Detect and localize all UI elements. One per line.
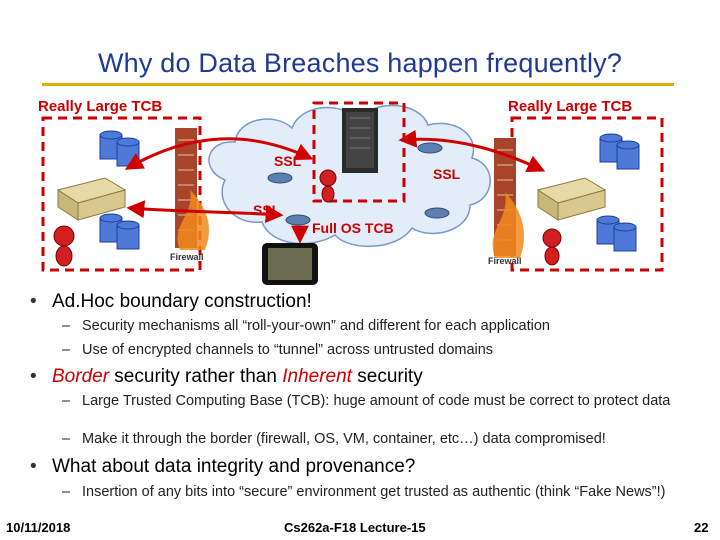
bullet-2-border: Border: [52, 366, 110, 387]
ssl-arrow-right: [398, 129, 546, 173]
footer-date: 10/11/2018: [6, 520, 71, 535]
ssl-arrow-bottom: [126, 200, 284, 224]
bullet-1-text: Ad.Hoc boundary construction!: [52, 291, 312, 312]
firewall-label-left: Firewall: [170, 252, 204, 262]
ssl-arrow-left: [124, 137, 314, 170]
bullet-1: •Ad.Hoc boundary construction!: [30, 291, 312, 312]
server-icon-right: [536, 177, 607, 221]
bullet-2-sub-2: –Make it through the border (firewall, O…: [62, 431, 606, 447]
bullet-3: •What about data integrity and provenanc…: [30, 456, 416, 477]
footer-page-number: 22: [694, 520, 709, 535]
attacker-devil-icon: [53, 169, 562, 267]
bullet-2-sub-2-text: Make it through the border (firewall, OS…: [82, 431, 606, 447]
bullet-2: •Border security rather than Inherent se…: [30, 366, 423, 387]
diagram: [41, 101, 664, 285]
bullet-2-sub-1: –Large Trusted Computing Base (TCB): hug…: [62, 393, 671, 409]
title-underline: [42, 83, 674, 86]
tcb-label-right: Really Large TCB: [508, 98, 633, 115]
tcb-label-left: Really Large TCB: [38, 98, 163, 115]
slide-title: Why do Data Breaches happen frequently?: [97, 48, 623, 78]
mainframe-server-icon: [342, 108, 378, 173]
database-icon-right: [596, 133, 640, 252]
bullet-3-text: What about data integrity and provenance…: [52, 456, 416, 477]
bullet-1-sub-2-text: Use of encrypted channels to “tunnel” ac…: [82, 342, 494, 358]
tcb-left-box: [41, 116, 202, 272]
bullet-2-end: security: [351, 366, 423, 387]
bullet-3-sub-1-text: Insertion of any bits into “secure” envi…: [82, 484, 666, 500]
bullet-2-middle: security rather than: [109, 366, 283, 387]
footer-course: Cs262a-F18 Lecture-15: [284, 520, 426, 535]
bullet-3-sub-1: –Insertion of any bits into “secure” env…: [62, 484, 666, 500]
mobile-phone-icon: [262, 243, 318, 285]
full-os-tcb-label: Full OS TCB: [312, 220, 394, 236]
database-icon-left: [99, 130, 140, 250]
ssl-label-top-left: SSL: [274, 153, 302, 169]
bullet-1-sub-1-text: Security mechanisms all “roll-your-own” …: [82, 318, 550, 334]
bullet-2-inherent: Inherent: [282, 366, 352, 387]
bullet-1-sub-1: –Security mechanisms all “roll-your-own”…: [62, 318, 550, 334]
server-icon-left: [56, 177, 127, 221]
ssl-label-top-right: SSL: [433, 166, 461, 182]
firewall-label-right: Firewall: [488, 256, 522, 266]
bullet-2-sub-1-text: Large Trusted Computing Base (TCB): huge…: [82, 393, 671, 409]
ssl-label-bottom: SSL: [253, 202, 281, 218]
bullet-1-sub-2: –Use of encrypted channels to “tunnel” a…: [62, 342, 494, 358]
